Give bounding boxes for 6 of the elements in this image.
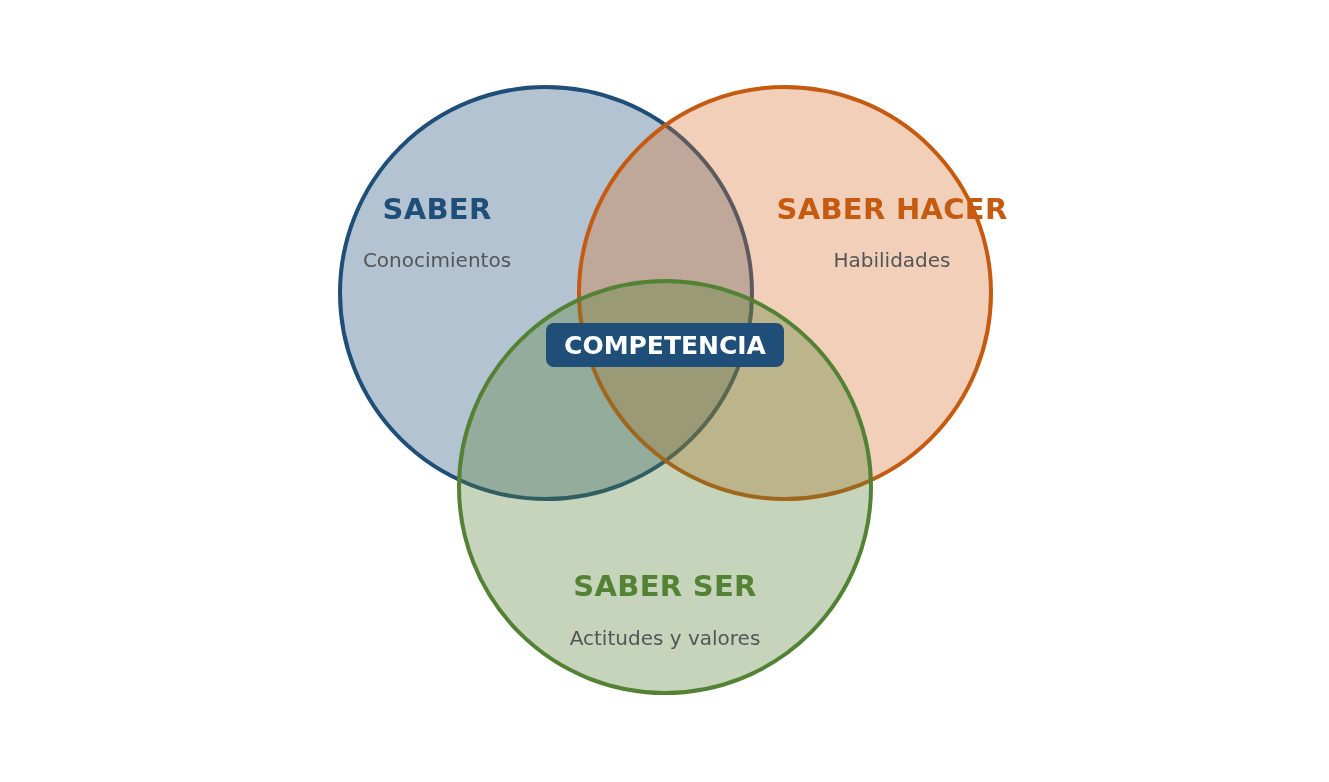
circle-title: SABER SER (573, 571, 757, 603)
saber-ser-circle (457, 279, 873, 695)
circle-subtitle: Conocimientos (362, 249, 512, 271)
circle-subtitle: Habilidades (833, 249, 951, 271)
circle-title: SABER (382, 194, 492, 226)
circle-subtitle: Actitudes y valores (569, 627, 761, 649)
